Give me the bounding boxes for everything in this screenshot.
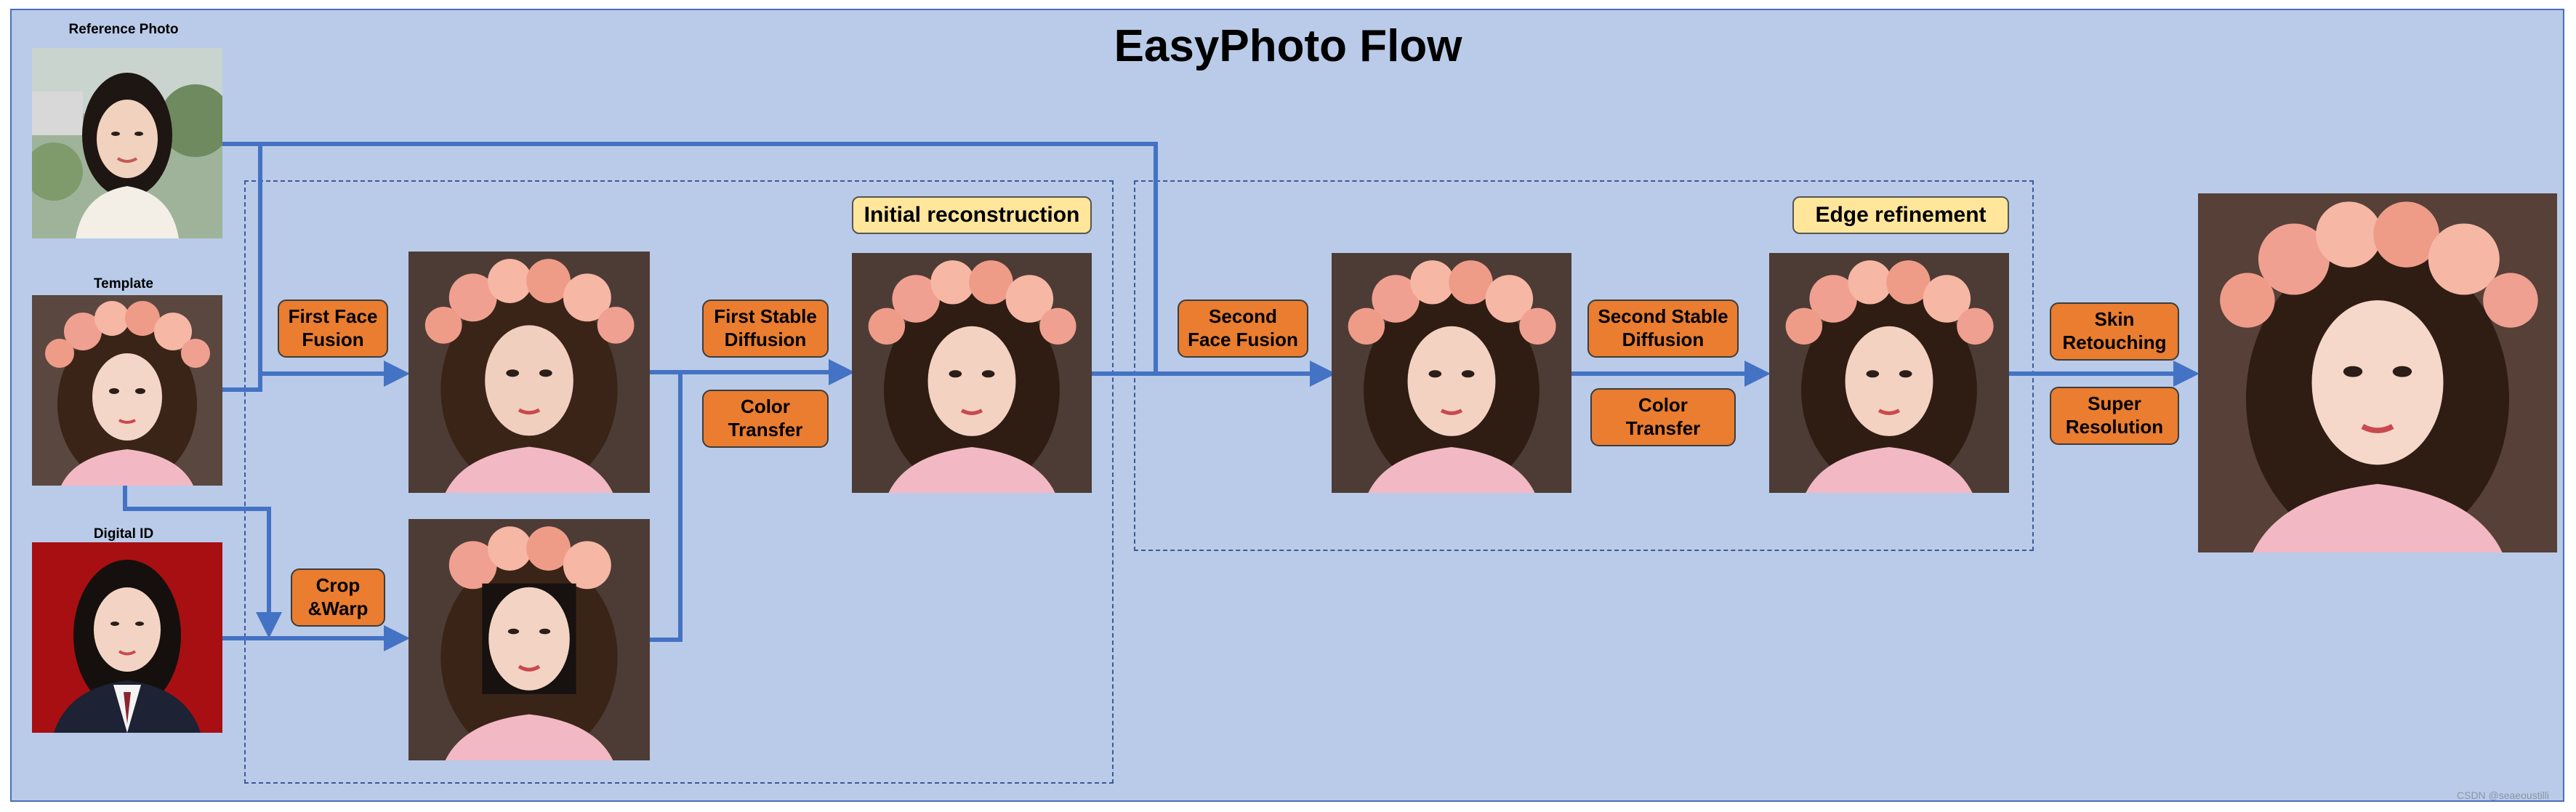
watermark: CSDN @seaeoustilli	[2457, 789, 2550, 801]
final-output-image	[2198, 193, 2557, 552]
reference-to-second-fusion-arrow	[260, 142, 1336, 387]
template-to-first-fusion-arrow	[222, 361, 410, 392]
color-transfer-step-1: Color Transfer	[702, 390, 829, 448]
initial-reconstruction-frame	[244, 180, 1114, 784]
reference-to-fusion-wire	[222, 142, 262, 374]
first-stable-diffusion-step: First Stable Diffusion	[702, 300, 829, 358]
first-face-fusion-step: First Face Fusion	[278, 300, 388, 358]
crop-warp-step: Crop &Warp	[291, 568, 385, 627]
diagram-title: EasyPhoto Flow	[1114, 21, 1462, 71]
crop-warp-result-image	[408, 519, 650, 760]
second-stable-diffusion-step: Second Stable Diffusion	[1587, 300, 1739, 358]
template-image	[32, 295, 222, 486]
second-fusion-result-image	[1332, 253, 1571, 493]
first-fusion-result-image	[408, 252, 650, 493]
second-face-fusion-step: Second Face Fusion	[1178, 300, 1308, 358]
super-resolution-step: Super Resolution	[2050, 387, 2179, 445]
initial-reconstruction-image	[852, 253, 1092, 493]
skin-retouching-step: Skin Retouching	[2050, 302, 2179, 361]
color-transfer-step-2: Color Transfer	[1590, 388, 1736, 446]
edge-refinement-frame	[1134, 180, 2034, 551]
digital-id-label: Digital ID	[93, 526, 154, 542]
template-label: Template	[93, 276, 153, 292]
reference-photo-image	[32, 48, 222, 238]
initial-reconstruction-label: Initial reconstruction	[852, 196, 1092, 234]
edge-refinement-label: Edge refinement	[1792, 196, 2009, 234]
merge-to-first-sd-arrow	[650, 359, 855, 642]
digital-id-image	[32, 542, 222, 733]
edge-refinement-image	[1769, 253, 2009, 493]
template-to-crop-arrow	[123, 486, 282, 638]
reference-photo-label: Reference Photo	[68, 22, 179, 37]
